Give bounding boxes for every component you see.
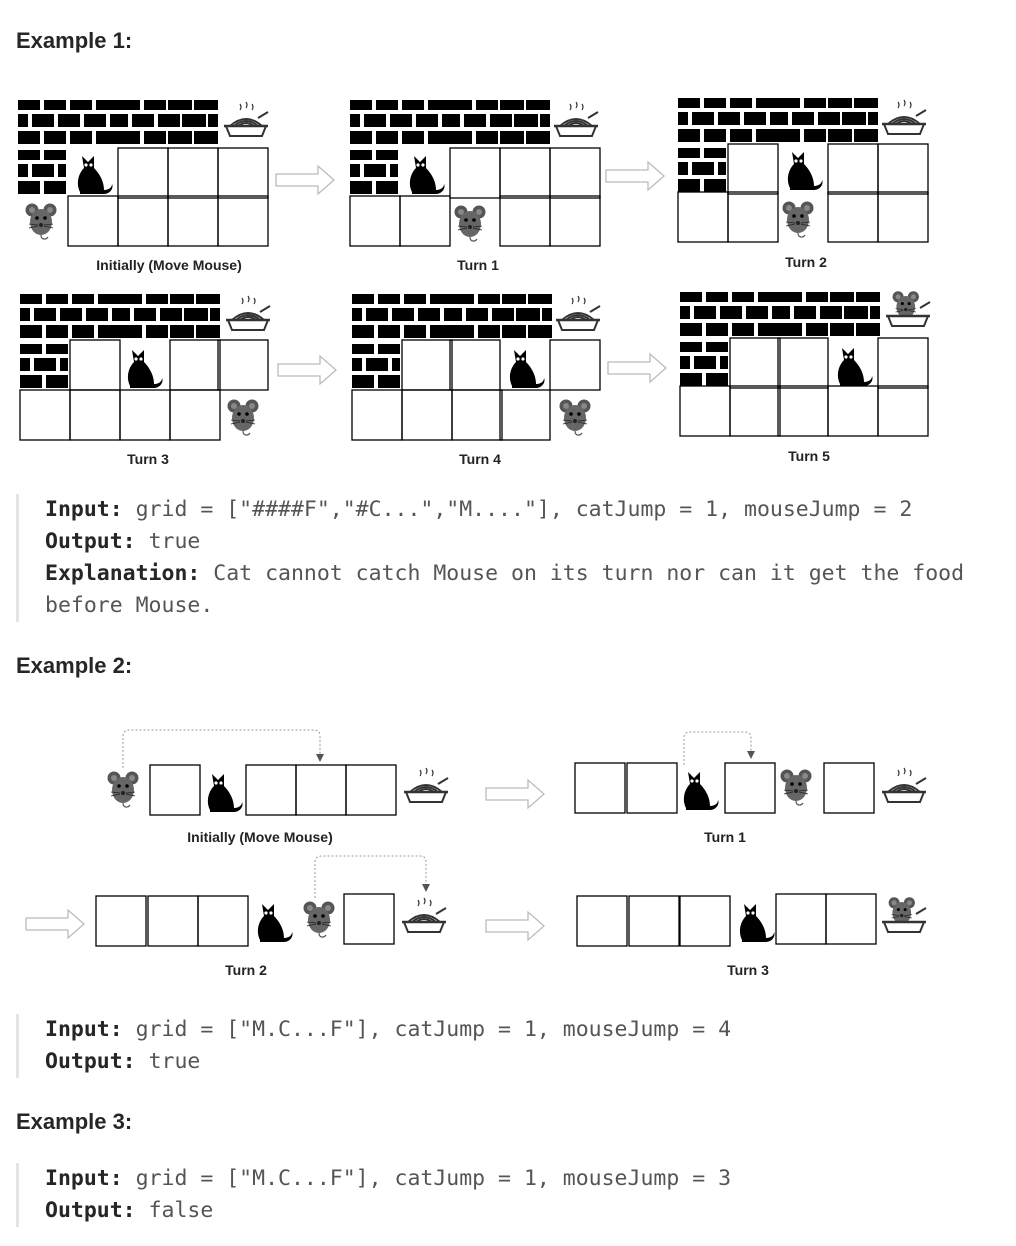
example-3-heading: Example 3: <box>16 1109 133 1134</box>
ex2-input-label: Input: <box>45 1017 123 1042</box>
ex2-panel-turn-3 <box>576 893 926 947</box>
ex1-output-line: Output: true <box>45 526 1016 558</box>
example-3-code-block: Input: grid = ["M.C...F"], catJump = 1, … <box>16 1163 1016 1227</box>
ex1-output-value: true <box>148 529 201 554</box>
ex3-input-value: grid = ["M.C...F"], catJump = 1, mouseJu… <box>135 1166 732 1191</box>
example-1-heading: Example 1: <box>16 28 133 53</box>
ex2-panel-turn-1 <box>574 731 928 814</box>
ex1-panel-turn-4 <box>351 294 602 441</box>
ex1-panel-turn-3 <box>19 294 272 441</box>
example-2-heading: Example 2: <box>16 653 133 678</box>
ex2-output-value: true <box>148 1049 201 1074</box>
ex1-caption-1: Turn 1 <box>457 257 499 273</box>
ex2-panel-turn-2 <box>95 855 448 947</box>
ex2-caption-1: Turn 1 <box>704 829 746 845</box>
ex3-output-value: false <box>148 1198 214 1223</box>
ex1-explanation-value-2: before Mouse. <box>45 593 214 618</box>
ex2-caption-0: Initially (Move Mouse) <box>187 829 332 845</box>
ex1-explanation-line: Explanation: Cat cannot catch Mouse on i… <box>45 558 1016 590</box>
ex1-caption-5: Turn 5 <box>788 448 830 464</box>
ex2-output-label: Output: <box>45 1049 136 1074</box>
ex3-output-label: Output: <box>45 1198 136 1223</box>
ex1-panel-turn-5 <box>679 291 930 437</box>
ex2-caption-3: Turn 3 <box>727 962 769 978</box>
ex2-input-value: grid = ["M.C...F"], catJump = 1, mouseJu… <box>135 1017 732 1042</box>
ex3-input-label: Input: <box>45 1166 123 1191</box>
ex1-input-label: Input: <box>45 497 123 522</box>
ex1-panel-initial <box>18 100 270 247</box>
example-2-code-block: Input: grid = ["M.C...F"], catJump = 1, … <box>16 1014 1016 1078</box>
ex1-explanation-value: Cat cannot catch Mouse on its turn nor c… <box>213 561 965 586</box>
ex1-caption-0: Initially (Move Mouse) <box>96 257 241 273</box>
ex2-caption-2: Turn 2 <box>225 962 267 978</box>
ex1-explanation-label: Explanation: <box>45 561 201 586</box>
ex1-caption-3: Turn 3 <box>127 451 169 467</box>
ex3-input-line: Input: grid = ["M.C...F"], catJump = 1, … <box>45 1163 1016 1195</box>
ex1-input-line: Input: grid = ["####F","#C...","M...."],… <box>45 494 1016 526</box>
ex1-caption-4: Turn 4 <box>459 451 501 467</box>
ex1-output-label: Output: <box>45 529 136 554</box>
ex2-panel-initial <box>106 729 450 816</box>
ex1-input-value: grid = ["####F","#C...","M...."], catJum… <box>135 497 913 522</box>
ex2-input-line: Input: grid = ["M.C...F"], catJump = 1, … <box>45 1014 1016 1046</box>
ex3-output-line: Output: false <box>45 1195 1016 1227</box>
ex1-panel-turn-2 <box>677 98 929 243</box>
ex1-panel-turn-1 <box>349 100 601 247</box>
example-2-illustration: Initially (Move Mouse) Turn 1 Turn 2 Tur <box>25 729 928 978</box>
ex1-caption-2: Turn 2 <box>785 254 827 270</box>
ex2-output-line: Output: true <box>45 1046 1016 1078</box>
ex1-explanation-line-2: before Mouse. <box>45 590 1016 622</box>
example-1-illustration: Initially (Move Mouse) Turn 1 Turn 2 <box>18 98 1016 467</box>
example-1-code-block: Input: grid = ["####F","#C...","M...."],… <box>16 494 1016 622</box>
